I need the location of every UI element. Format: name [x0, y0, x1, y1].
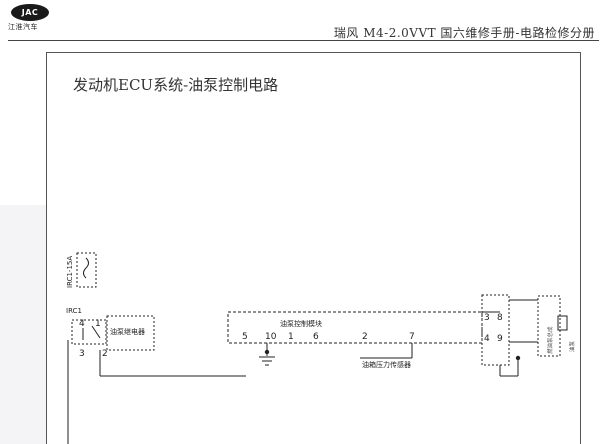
relay-pin-1: 1 [95, 319, 101, 329]
ecu-box [227, 311, 483, 344]
pump-symbol [557, 315, 568, 331]
connector-pin-4: 4 [484, 334, 490, 344]
sensor-label: 油箱压力传感器 [362, 360, 411, 369]
logo-subtitle: 江淮汽车 [8, 23, 38, 31]
page-margin-shade [0, 205, 46, 444]
relay-pin-3: 3 [79, 349, 85, 359]
connector-pin-9: 9 [497, 334, 503, 344]
ecu-label: 油泵控制模块 [280, 319, 322, 328]
connector-node [515, 355, 521, 361]
connector-block [481, 294, 510, 366]
diagram-frame [46, 52, 581, 444]
ecu-pin-10: 10 [265, 332, 277, 342]
ecu-pin-6: 6 [313, 332, 319, 342]
pump-module-box [537, 295, 561, 357]
ecu-pin-5: 5 [242, 332, 248, 342]
logo-mark: JAC [11, 4, 49, 21]
side-label: 油泵 [568, 340, 576, 352]
diagram-title: 发动机ECU系统-油泵控制电路 [73, 76, 279, 94]
brand-logo: JAC 江淮汽车 [8, 4, 50, 32]
ground-node [264, 349, 270, 355]
document-title: 瑞风 M4-2.0VVT 国六维修手册-电路检修分册 [333, 26, 595, 40]
fuse-label: IRC1-15A [66, 256, 74, 288]
fuse-box [76, 252, 97, 288]
relay-box [71, 319, 107, 345]
connector-pin-8: 8 [497, 313, 503, 323]
relay-switch [91, 325, 101, 339]
ecu-pin-2: 2 [362, 332, 368, 342]
fuel-pump-relay-label: 油泵继电器 [110, 327, 145, 336]
fuel-pump-relay-box [106, 315, 155, 351]
relay-label: IRC1 [66, 307, 82, 315]
relay-pin-4: 4 [79, 319, 85, 329]
fuse-symbol [83, 257, 89, 279]
ecu-pin-7: 7 [409, 332, 415, 342]
pump-label: 燃油泵总成 [546, 326, 554, 354]
connector-pin-3: 3 [484, 313, 490, 323]
header-divider [8, 40, 599, 41]
ecu-pin-1: 1 [288, 332, 294, 342]
relay-pin-2: 2 [102, 349, 108, 359]
